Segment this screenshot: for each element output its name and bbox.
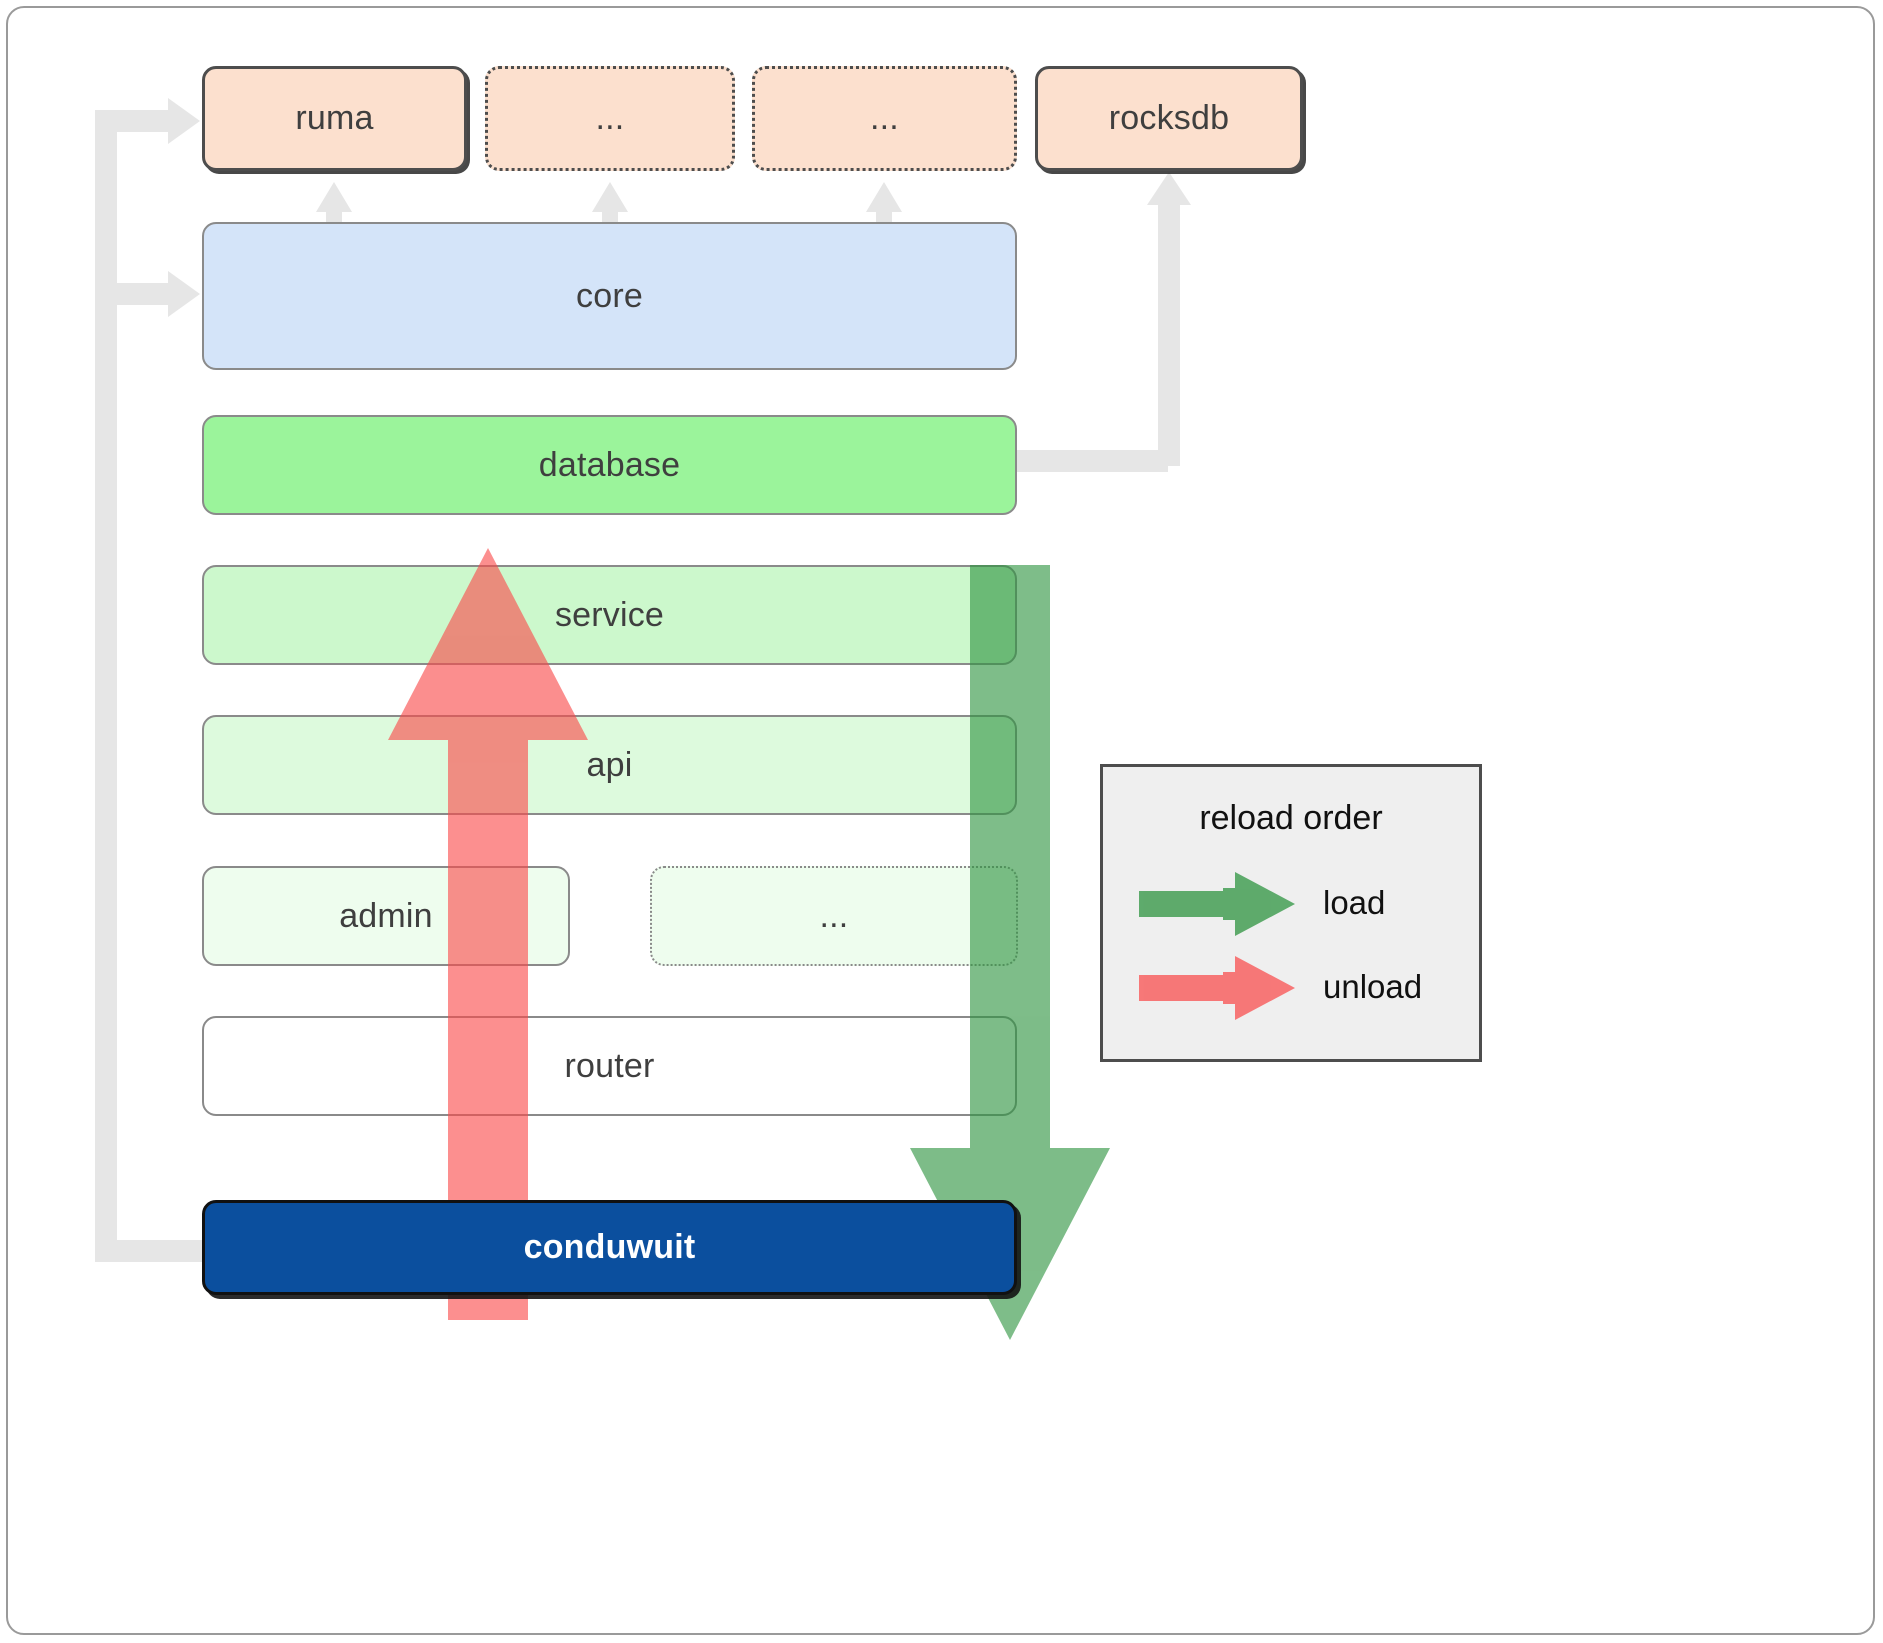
dependency-label-ruma: ruma (295, 99, 374, 137)
stack-box-conduwuit[interactable]: conduwuit (202, 1200, 1017, 1295)
legend-title: reload order (1199, 799, 1383, 837)
dependency-box-dots-1[interactable]: ... (485, 66, 735, 171)
dependency-label-dots-1: ... (595, 99, 625, 137)
stack-label-router: router (564, 1046, 655, 1085)
stack-label-api: api (586, 745, 633, 784)
legend-panel: reload order load unload (1100, 764, 1482, 1062)
stack-box-router[interactable]: router (202, 1016, 1017, 1116)
stack-box-admin[interactable]: admin (202, 866, 570, 966)
dependency-box-dots-2[interactable]: ... (752, 66, 1017, 171)
legend-label-load: load (1323, 884, 1386, 921)
dependency-box-ruma[interactable]: ruma (202, 66, 467, 171)
legend-label-unload: unload (1323, 968, 1423, 1005)
stack-label-database: database (538, 445, 681, 484)
stack-box-api[interactable]: api (202, 715, 1017, 815)
stack-label-conduwuit: conduwuit (523, 1228, 696, 1266)
legend-item-load: load (1137, 867, 1457, 939)
stack-box-core[interactable]: core (202, 222, 1017, 370)
stack-label-admin: admin (339, 896, 433, 935)
stack-box-database[interactable]: database (202, 415, 1017, 515)
dependency-label-dots-2: ... (870, 99, 899, 137)
stack-box-dots-3[interactable]: ... (650, 866, 1018, 966)
legend-item-unload: unload (1137, 951, 1457, 1023)
stack-label-service: service (554, 595, 665, 634)
stack-label-core: core (576, 276, 643, 315)
dependency-box-rocksdb[interactable]: rocksdb (1035, 66, 1303, 171)
dependency-label-rocksdb: rocksdb (1108, 99, 1230, 137)
stack-box-service[interactable]: service (202, 565, 1017, 665)
load-arrow-icon (1139, 872, 1295, 936)
unload-arrow-icon (1139, 956, 1295, 1020)
stack-label-dots-3: ... (819, 896, 849, 935)
